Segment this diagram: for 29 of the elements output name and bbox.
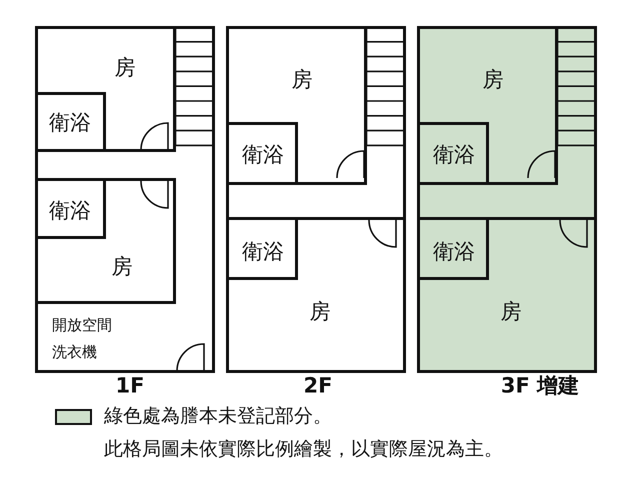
bathroom-box bbox=[226, 217, 298, 280]
room-label: 衛浴 bbox=[242, 242, 284, 262]
room-label: 開放空間 bbox=[52, 316, 112, 334]
room-label: 房 bbox=[310, 302, 330, 322]
room-box bbox=[35, 26, 176, 152]
legend-label: 綠色處為謄本未登記部分。 bbox=[104, 405, 332, 428]
room-label: 房 bbox=[292, 70, 312, 90]
room-label: 房 bbox=[482, 70, 504, 90]
bathroom-box bbox=[35, 178, 106, 239]
room-label: 衛浴 bbox=[433, 144, 475, 166]
room-box bbox=[417, 26, 558, 185]
note-text: 此格局圖未依實際比例繪製，以實際屋況為主。 bbox=[104, 438, 503, 461]
bathroom-box bbox=[417, 122, 489, 185]
room-label: 衛浴 bbox=[242, 144, 284, 166]
floor-label: 3F 增建 bbox=[500, 376, 580, 396]
room-label: 房 bbox=[114, 58, 136, 78]
room-label: 衛浴 bbox=[49, 200, 91, 222]
room-label: 衛浴 bbox=[49, 112, 91, 134]
room-label: 洗衣機 bbox=[52, 343, 97, 361]
room-box bbox=[226, 26, 367, 185]
room-label: 衛浴 bbox=[433, 242, 475, 262]
bathroom-box bbox=[417, 217, 489, 280]
room-label: 房 bbox=[500, 302, 522, 322]
floor-label: 2F bbox=[304, 376, 332, 396]
floor-label: 1F bbox=[116, 376, 144, 396]
room-label: 房 bbox=[112, 256, 132, 278]
room-box bbox=[35, 178, 176, 304]
bathroom-box bbox=[35, 92, 106, 152]
bathroom-box bbox=[226, 122, 298, 185]
